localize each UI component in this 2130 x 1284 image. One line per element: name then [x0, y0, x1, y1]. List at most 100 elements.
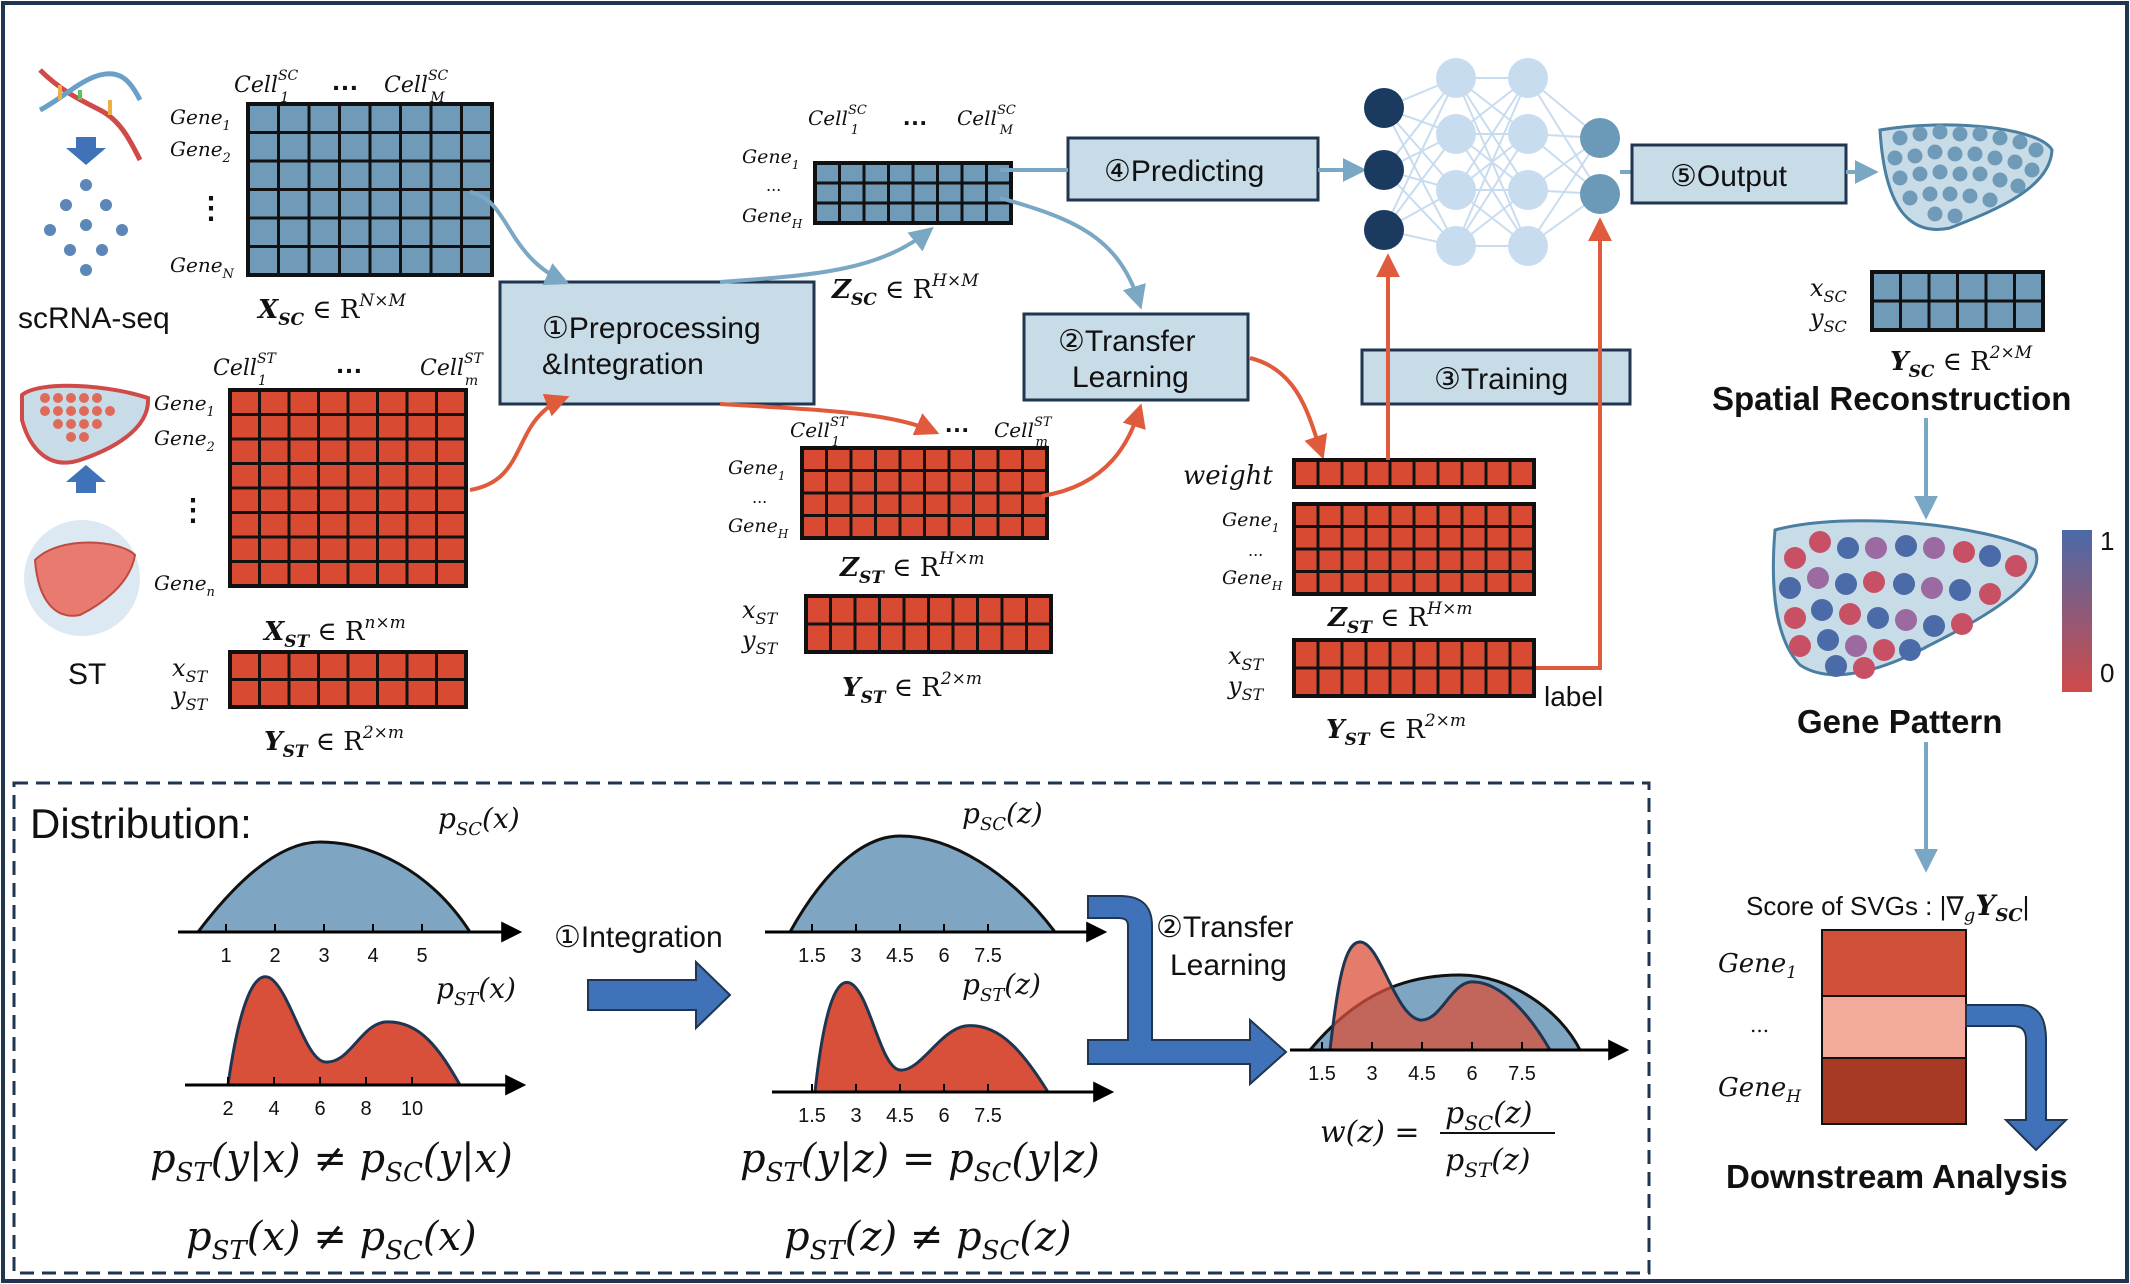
matrix-weight — [1292, 458, 1536, 489]
left-st-curve — [226, 975, 463, 1087]
step-predicting — [1066, 136, 1320, 202]
svg-score-cell-3 — [1821, 1057, 1967, 1125]
matrix-x-sc — [246, 102, 494, 277]
tick-label: 10 — [401, 1098, 423, 1120]
mid-eq-2: pST(z) ≠ pSC(z) — [784, 1214, 1072, 1266]
gene-cell — [1923, 615, 1945, 637]
x-st-row-1: Gene1 — [154, 391, 215, 420]
down-arrow-icon — [66, 137, 106, 165]
recon-cell — [1972, 126, 1988, 142]
recon-cell — [2007, 154, 2023, 170]
nn-node — [1436, 114, 1476, 154]
tick-label: 3 — [1366, 1063, 1377, 1085]
gene-cell — [1923, 537, 1945, 559]
nn-edge — [1383, 107, 1457, 247]
tissue-icon — [20, 383, 151, 465]
x-sc-row-vdots: ⋮ — [196, 192, 226, 225]
nn-edge — [1455, 77, 1529, 247]
gene-cell — [1839, 603, 1861, 625]
tick-label: 8 — [360, 1098, 371, 1120]
integration-label: ①Integration — [554, 921, 723, 954]
nn-node — [1508, 226, 1548, 266]
tick-label: 3 — [318, 945, 329, 967]
x-st-row-vdots: ⋮ — [178, 494, 208, 527]
nn-edge — [1455, 133, 1529, 247]
tick-label: 6 — [314, 1098, 325, 1120]
recon-cell — [1892, 130, 1908, 146]
step2-line1: ②Transfer — [1058, 325, 1195, 358]
step-output — [1630, 143, 1848, 205]
recon-cell — [2024, 162, 2040, 178]
gene-cell — [1895, 609, 1917, 631]
gene-cell — [1921, 577, 1943, 599]
gene-cell — [1865, 537, 1887, 559]
recon-cell — [1972, 166, 1988, 182]
transfer-arrow-icon — [1087, 895, 1288, 1087]
tick-label: 1.5 — [798, 1105, 826, 1127]
gene-pattern-tissue — [1771, 519, 2039, 679]
z-st-row-mid: ... — [752, 488, 767, 507]
svg-score-label: Score of SVGs : |∇gYSC| — [1746, 889, 2029, 926]
tick-label: 1 — [220, 945, 231, 967]
integration-arrow-icon — [587, 959, 732, 1031]
recon-cell — [2012, 134, 2028, 150]
z-sc-row-mid: ... — [766, 176, 781, 195]
gene-cell — [2005, 555, 2027, 577]
train-z-caption: ZST ∈ RH×m — [1327, 599, 1472, 638]
svg-row-first: Gene1 — [1718, 949, 1797, 983]
left-eq-2: pST(x) ≠ pSC(x) — [186, 1214, 477, 1266]
x-st-caption: XST ∈ Rn×m — [262, 613, 406, 652]
recon-cell — [1927, 206, 1943, 222]
nn-edge — [1383, 77, 1457, 231]
arrow-xsc-to-step1 — [469, 190, 570, 286]
gene-cell — [1835, 573, 1857, 595]
z-st-col-dots: … — [944, 408, 970, 438]
gene-cell — [1949, 579, 1971, 601]
recon-cell — [1927, 144, 1943, 160]
matrix-z-st — [800, 446, 1049, 540]
step1-line1: ①Preprocessing — [542, 312, 761, 345]
x-sc-row-2: Gene2 — [170, 137, 231, 166]
tick-label: 3 — [850, 1105, 861, 1127]
recon-cell — [1987, 150, 2003, 166]
gene-cell — [1873, 639, 1895, 661]
gene-cell — [1809, 531, 1831, 553]
z-st-row-last: GeneH — [728, 515, 789, 541]
recon-cell — [1932, 124, 1948, 140]
recon-cell — [2028, 142, 2044, 158]
mid-st-curve — [813, 980, 1051, 1094]
tick-label: 1.5 — [1308, 1063, 1336, 1085]
label-text: label — [1544, 681, 1603, 712]
matrix-z-sc — [813, 161, 1013, 225]
nn-edge — [1455, 77, 1529, 191]
y-st-in-y: yST — [171, 682, 209, 714]
recon-cell — [1992, 130, 2008, 146]
svg-row-last: GeneH — [1718, 1073, 1802, 1107]
recon-cell — [1942, 186, 1958, 202]
scale-max: 1 — [2100, 526, 2114, 556]
x-st-row-2: Gene2 — [154, 426, 215, 455]
gene-cell — [1789, 635, 1811, 657]
nn-node — [1436, 58, 1476, 98]
step1-line2: &Integration — [542, 348, 704, 381]
matrix-y-st-mid — [804, 594, 1053, 654]
nn-node — [1364, 210, 1404, 250]
recon-cell — [2010, 178, 2026, 194]
up-arrow-icon — [66, 465, 106, 493]
dna-icon — [38, 68, 143, 162]
svg-row-mid: ... — [1750, 1013, 1769, 1037]
y-st-mid-x: xST — [742, 596, 779, 628]
matrix-x-st — [228, 388, 468, 588]
gene-pattern-title: Gene Pattern — [1797, 703, 2002, 740]
y-st-mid-caption: YST ∈ R2×m — [842, 669, 982, 708]
mid-eq-1: pST(y|z) = pSC(y|z) — [740, 1136, 1100, 1188]
nn-node — [1508, 114, 1548, 154]
nn-node — [1364, 150, 1404, 190]
gene-cell — [1893, 573, 1915, 595]
step-preprocessing-integration — [498, 280, 816, 406]
